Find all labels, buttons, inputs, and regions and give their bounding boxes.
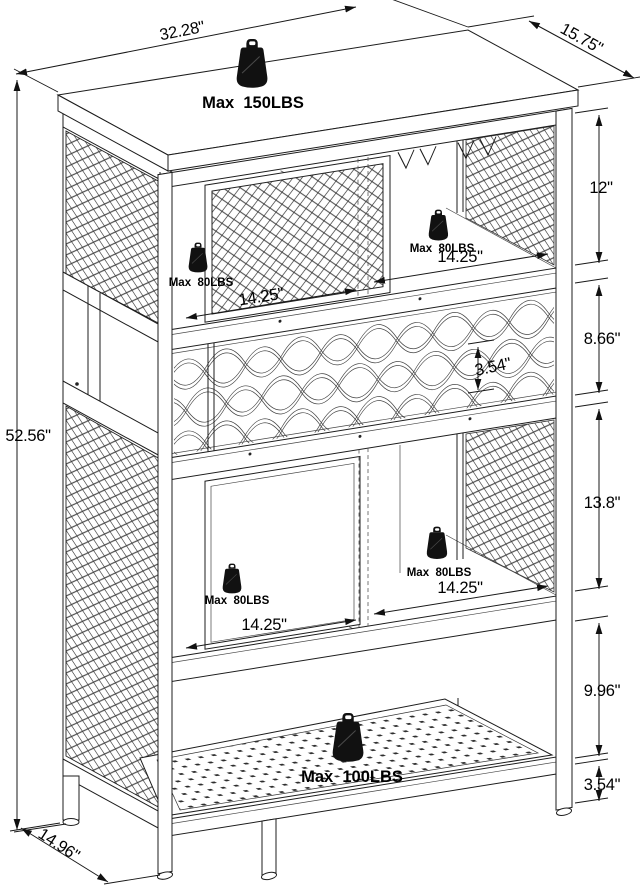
load-lower-right-label: Max 80LBS xyxy=(407,567,472,579)
lower-interior-mesh xyxy=(465,419,555,593)
dim-wine-slot: 3.54" xyxy=(473,354,513,379)
load-markers: Max 150LBS Max 80LBS Max 80LBS Max 80LBS… xyxy=(169,38,475,786)
load-bottom-label: Max 100LBS xyxy=(301,768,403,786)
dim-top-width: 32.28" xyxy=(158,18,206,44)
stemware-rack xyxy=(397,136,497,170)
load-upper-left-label: Max 80LBS xyxy=(169,277,234,289)
cabinet-interior xyxy=(204,125,557,754)
dim-overall-height: 52.56" xyxy=(5,427,51,445)
dim-top-depth: 15.75" xyxy=(557,20,606,58)
upper-interior-mesh xyxy=(465,125,555,266)
front-middle-leg xyxy=(261,818,277,876)
front-right-post xyxy=(555,107,573,811)
load-lower-left-label: Max 80LBS xyxy=(205,595,270,607)
load-top-label: Max 150LBS xyxy=(202,94,304,112)
dim-bottom-depth: 14.96" xyxy=(35,825,83,865)
tabletop xyxy=(56,29,580,172)
front-frame xyxy=(157,107,573,881)
dim-lower-left-shelf: 14.25" xyxy=(241,616,287,634)
back-left-leg xyxy=(62,775,80,821)
dim-middle-section: 13.8" xyxy=(584,494,621,512)
dim-upper-right-shelf: 14.25" xyxy=(437,248,483,266)
kettlebell-icon xyxy=(426,526,448,560)
load-upper-right-label: Max 80LBS xyxy=(410,243,475,255)
kettlebell-icon xyxy=(236,38,268,89)
dim-wine-section: 8.66" xyxy=(584,330,621,348)
wine-rack xyxy=(174,297,554,456)
dim-leg-height: 3.54" xyxy=(584,776,621,794)
dim-lower-right-shelf: 14.25" xyxy=(437,579,483,597)
left-side-panel xyxy=(62,112,173,830)
dim-lower-open-section: 9.96" xyxy=(584,682,621,700)
kettlebell-icon xyxy=(428,209,449,241)
dim-upper-section: 12" xyxy=(589,179,613,197)
upper-mesh-door xyxy=(204,155,391,323)
